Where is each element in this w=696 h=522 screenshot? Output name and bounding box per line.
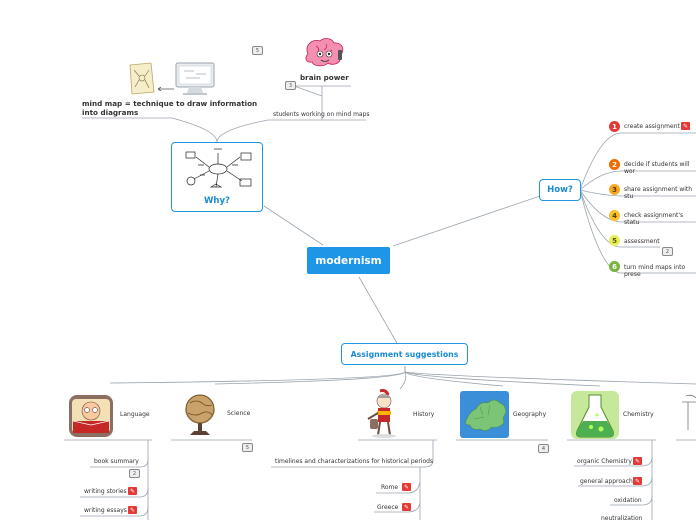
subject-label-science[interactable]: Science xyxy=(227,410,251,417)
brain-count-badge[interactable]: 3 xyxy=(285,81,296,90)
brain-character-image xyxy=(302,36,346,72)
chemistry-item[interactable]: oxidation xyxy=(614,497,642,504)
geography-map-image xyxy=(460,391,509,438)
step-number-icon: 6 xyxy=(609,261,620,272)
assessment-count-badge[interactable]: 2 xyxy=(662,247,673,256)
language-count-badge[interactable]: 2 xyxy=(129,469,140,478)
science-globe-image xyxy=(182,389,218,439)
how-node[interactable]: How? xyxy=(539,179,581,201)
how-step-label[interactable]: decide if students will wor xyxy=(624,161,690,175)
how-step-label[interactable]: share assignment with stu xyxy=(624,186,693,200)
step-number-icon: 5 xyxy=(609,235,620,246)
note-icon[interactable]: ✎ xyxy=(128,487,137,495)
computer-monitor-image xyxy=(174,61,216,97)
step-number-icon: 3 xyxy=(609,184,620,195)
note-icon[interactable]: ✎ xyxy=(402,503,411,511)
language-item[interactable]: writing essays xyxy=(84,507,127,514)
subject-label-language[interactable]: Language xyxy=(120,411,150,418)
offscreen-subject-image xyxy=(680,392,696,432)
assignment-suggestions-label: Assignment suggestions xyxy=(350,349,459,359)
history-roman-soldier-image xyxy=(362,389,406,439)
history-headline[interactable]: timelines and characterizations for hist… xyxy=(275,458,434,465)
chemistry-item[interactable]: organic Chemistry xyxy=(577,458,632,465)
subject-label-chemistry[interactable]: Chemistry xyxy=(623,411,654,418)
how-label: How? xyxy=(547,185,573,195)
language-book-image xyxy=(67,391,115,439)
mind-map-sketch-image xyxy=(185,148,252,188)
chemistry-flask-image xyxy=(571,391,619,439)
step-number-icon: 4 xyxy=(609,210,620,221)
how-step-label[interactable]: turn mind maps into prese xyxy=(624,264,686,278)
note-icon[interactable]: ✎ xyxy=(633,457,642,465)
why-label: Why? xyxy=(204,196,230,206)
how-step-label[interactable]: assessment xyxy=(624,238,660,245)
arrow-icon xyxy=(157,76,175,92)
assignment-suggestions-node[interactable]: Assignment suggestions xyxy=(341,343,468,365)
why-node[interactable]: Why? xyxy=(171,142,263,212)
chemistry-item[interactable]: general approach xyxy=(580,478,633,485)
language-item[interactable]: writing stories xyxy=(84,488,127,495)
mind-map-paper-image xyxy=(127,62,157,96)
history-item[interactable]: Greece xyxy=(377,504,399,511)
how-step-label[interactable]: check assignment's statu xyxy=(624,212,684,226)
step-number-icon: 1 xyxy=(609,121,620,132)
note-icon[interactable]: ✎ xyxy=(402,483,411,491)
history-item[interactable]: Rome xyxy=(381,484,399,491)
chemistry-item[interactable]: neutralization xyxy=(601,515,643,522)
mindmap-definition-text[interactable]: mind map = technique to draw information… xyxy=(82,99,258,117)
central-topic-label: modernism xyxy=(315,254,382,267)
geography-count-badge[interactable]: 4 xyxy=(538,444,549,453)
collapsed-count-badge[interactable]: 5 xyxy=(252,46,263,55)
note-icon[interactable]: ✎ xyxy=(681,122,690,130)
step-number-icon: 2 xyxy=(609,159,620,170)
note-icon[interactable]: ✎ xyxy=(128,506,137,514)
subject-label-geography[interactable]: Geography xyxy=(513,411,547,418)
subject-label-history[interactable]: History xyxy=(413,411,435,418)
note-icon[interactable]: ✎ xyxy=(633,477,642,485)
brain-power-label[interactable]: brain power xyxy=(300,73,349,82)
central-topic[interactable]: modernism xyxy=(307,247,390,274)
language-item[interactable]: book summary xyxy=(94,458,139,465)
how-step-label[interactable]: create assignment xyxy=(624,123,680,130)
science-count-badge[interactable]: 5 xyxy=(242,443,253,452)
students-working-label[interactable]: students working on mind maps xyxy=(273,111,370,118)
